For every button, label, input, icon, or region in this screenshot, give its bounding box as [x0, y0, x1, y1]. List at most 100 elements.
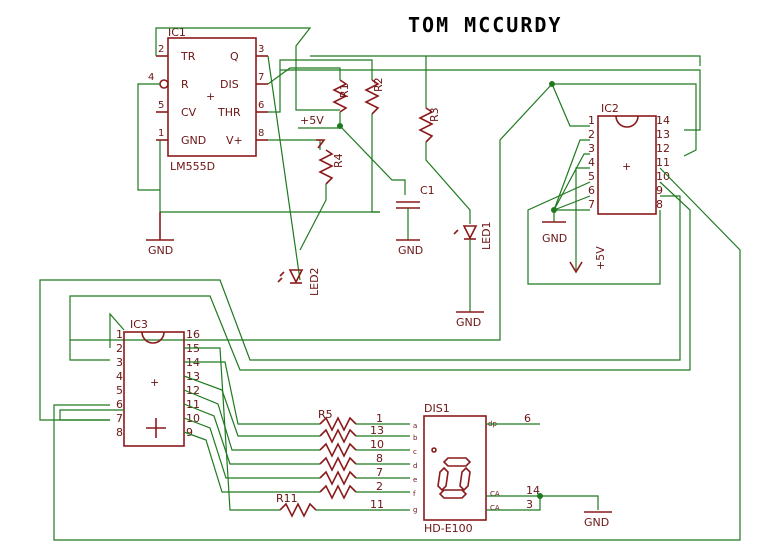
ic1-pin-r: R [181, 78, 189, 91]
ic1-part-number: LM555D [170, 160, 215, 173]
ic2-pin-1: 1 [588, 114, 595, 127]
ic3-pin-3: 3 [116, 356, 123, 369]
ic3-wiring [59, 312, 320, 511]
wire-top-bus-2 [280, 69, 701, 131]
ic1-name: IC1 [168, 26, 186, 39]
r2-label: R2 [372, 77, 385, 92]
ic3-pin-2: 2 [116, 342, 123, 355]
ic1-origin-mark: + [206, 90, 215, 103]
ic2-pin-5: 5 [588, 170, 595, 183]
ic3-origin-mark: + [150, 376, 159, 389]
ic3-pin-16: 16 [186, 328, 200, 341]
ic2-pin-9: 9 [656, 184, 663, 197]
dis1-pin-e: 7 [376, 466, 383, 479]
ic3-pin-11: 11 [186, 398, 200, 411]
ic1-pinnum-4: 4 [148, 72, 154, 83]
ic1-pinnum-6: 6 [258, 100, 264, 111]
dis1-ca-pin-3: 3 [526, 498, 533, 511]
dis1-seg-g: g [413, 506, 417, 514]
ic2-pin-10: 10 [656, 170, 670, 183]
dis1-part-number: HD-E100 [424, 522, 473, 535]
ic1-pin-cv: CV [181, 106, 197, 119]
ic3-pin-5: 5 [116, 384, 123, 397]
r3-resistor: R3 [418, 56, 471, 224]
ic3-pin-1: 1 [116, 328, 123, 341]
dis1-pin-a: 1 [376, 412, 383, 425]
dis1-seg-c: c [413, 448, 417, 456]
r4-potentiometer: R4 [299, 139, 345, 251]
dis1-dp-pin: 6 [524, 412, 531, 425]
dis1-ca-label-1: CA [490, 490, 500, 498]
ic2-wiring: GND +5V [39, 81, 741, 541]
c1-label: C1 [420, 184, 435, 197]
ic1-pinnum-5: 5 [158, 100, 164, 111]
ic1-pinnum-2: 2 [158, 44, 164, 55]
r5-label: R5 [318, 408, 333, 421]
ic2-pin-14: 14 [656, 114, 670, 127]
ic2-pin-3: 3 [588, 142, 595, 155]
ic3-pin-13: 13 [186, 370, 200, 383]
dis1-seg-f: f [413, 490, 416, 498]
ic2-pin-2: 2 [588, 128, 595, 141]
ic2-chip: IC2 + 1 2 3 4 5 6 7 14 13 12 11 10 9 8 [588, 102, 670, 215]
ic1-pin-dis: DIS [220, 78, 239, 91]
ic2-origin-mark: + [622, 160, 631, 173]
seven-segment-digit-icon [431, 447, 472, 499]
dis1-seg-e: e [413, 476, 417, 484]
r11-label: R11 [276, 492, 298, 505]
led1-diode: LED1 GND [453, 221, 493, 329]
ic3-pin-10: 10 [186, 412, 200, 425]
dis1-ca-pin-14: 14 [526, 484, 540, 497]
dis1-seg-b: b [413, 434, 418, 442]
ic2-pin-8: 8 [656, 198, 663, 211]
dis1-seven-segment: DIS1 HD-E100 a b c d e f g dp CA CA 6 14… [413, 402, 612, 535]
dis1-seg-d: d [413, 462, 417, 470]
r1-label: R1 [338, 83, 351, 98]
ic1-555-timer: IC1 LM555D TR R CV GND Q DIS THR V+ 2 4 … [148, 26, 268, 173]
ic1-pinnum-3: 3 [258, 44, 264, 55]
gnd-label-ic2: GND [542, 232, 567, 245]
ic3-pin-7: 7 [116, 412, 123, 425]
ic1-pin-gnd: GND [181, 134, 206, 147]
ic3-pin-6: 6 [116, 398, 123, 411]
c1-capacitor: C1 GND [396, 184, 435, 257]
ic2-pin-13: 13 [656, 128, 670, 141]
r3-label: R3 [428, 107, 441, 122]
r4-label: R4 [332, 153, 345, 168]
ic1-pin-tr: TR [180, 50, 196, 63]
ic1-wiring [137, 27, 406, 281]
gnd-symbol-ic1: GND [146, 212, 174, 257]
dis1-name: DIS1 [424, 402, 450, 415]
dis1-pin-c: 10 [370, 438, 384, 451]
ic3-pin-9: 9 [186, 426, 193, 439]
ic3-name: IC3 [130, 318, 148, 331]
ic3-chip: IC3 + 1 2 3 4 5 6 7 8 16 15 14 13 12 11 … [116, 318, 200, 447]
plus5v-label: +5V [300, 114, 324, 127]
led1-label: LED1 [480, 221, 493, 250]
ic1-pinnum-1: 1 [158, 128, 164, 139]
led2-diode: LED2 [277, 267, 321, 296]
designer-name: TOM MCCURDY [408, 13, 562, 37]
ic2-name: IC2 [601, 102, 619, 115]
ic1-pin-q: Q [230, 50, 239, 63]
ic1-pinnum-7: 7 [258, 72, 264, 83]
ic2-pin-12: 12 [656, 142, 670, 155]
dis1-ca-label-2: CA [490, 504, 500, 512]
dis1-pin-d: 8 [376, 452, 383, 465]
ic3-pin-8: 8 [116, 426, 123, 439]
resistor-bank: R5 R11 1 13 10 8 7 2 11 [276, 408, 410, 518]
dis1-pin-f: 2 [376, 480, 383, 493]
plus5v-ic2-label: +5V [594, 246, 607, 270]
gnd-label-led1: GND [456, 316, 481, 329]
ic3-pin-12: 12 [186, 384, 200, 397]
dis1-seg-a: a [413, 422, 417, 430]
r1-resistor: R1 [332, 79, 351, 129]
gnd-label-c1: GND [398, 244, 423, 257]
ic1-pin-vplus: V+ [226, 134, 243, 147]
ic3-pin-4: 4 [116, 370, 123, 383]
ic2-pin-7: 7 [588, 198, 595, 211]
led2-label: LED2 [308, 267, 321, 296]
wire-top-bus [310, 55, 701, 66]
